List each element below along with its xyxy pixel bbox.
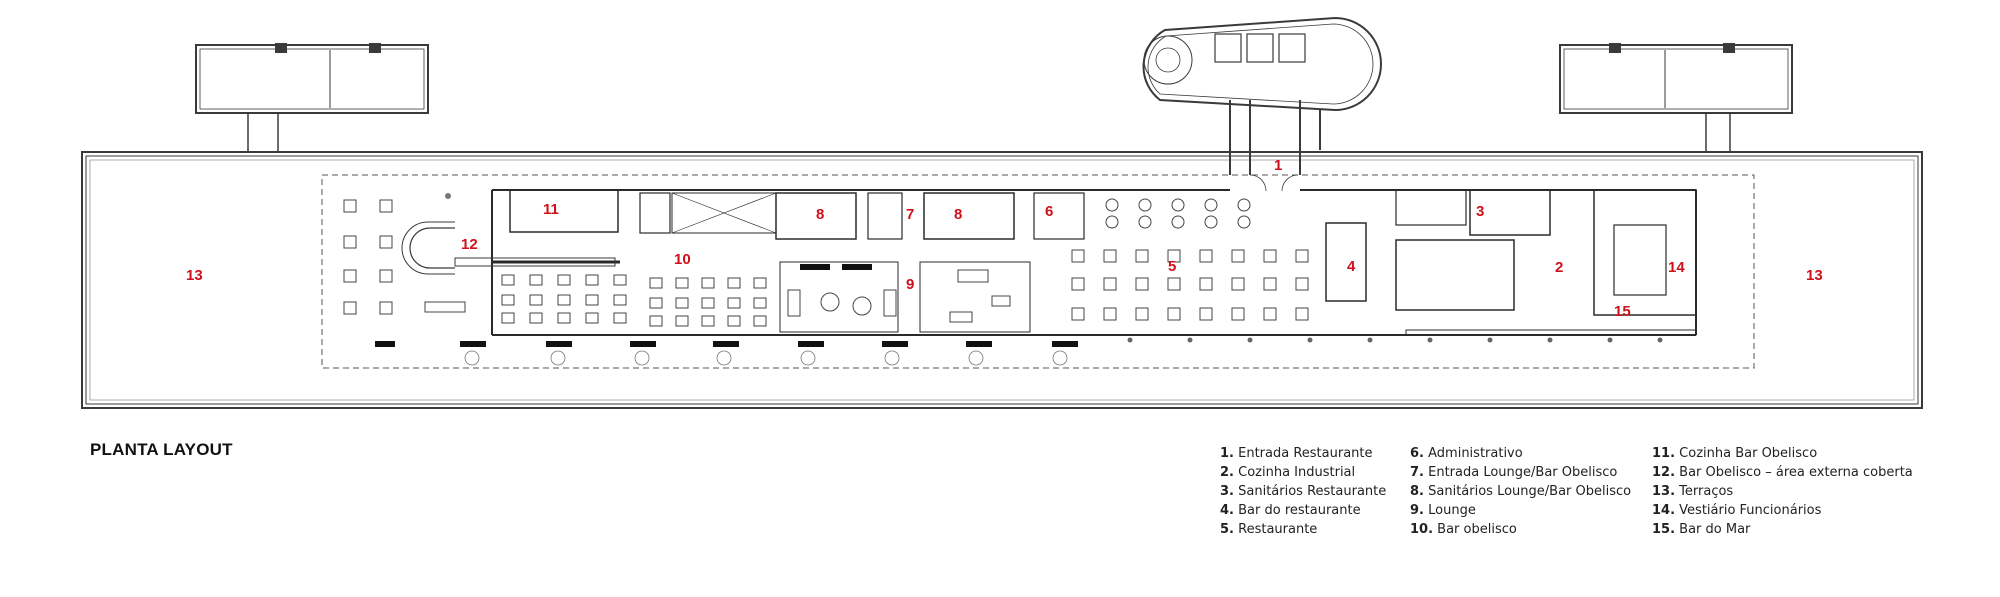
perimeter-columns [1127, 337, 1663, 343]
room-label-12: 12 [461, 236, 478, 253]
plan-title: PLANTA LAYOUT [90, 440, 233, 459]
legend-column-1: 1. Entrada Restaurante 2. Cozinha Indust… [1220, 444, 1386, 539]
room-label-3: 3 [1476, 203, 1484, 220]
legend-item: 6. Administrativo [1410, 446, 1523, 461]
room-label-8a: 8 [816, 206, 824, 223]
legend-item: 10. Bar obelisco [1410, 522, 1517, 537]
legend-item: 11. Cozinha Bar Obelisco [1652, 446, 1818, 461]
perimeter-benches [375, 264, 1078, 347]
lounge-furniture [787, 269, 1011, 323]
room-label-5: 5 [1168, 258, 1176, 275]
legend-item: 9. Lounge [1410, 503, 1476, 518]
legend-item: 12. Bar Obelisco – área externa coberta [1652, 465, 1913, 480]
room-label-6: 6 [1045, 203, 1053, 220]
room-label-1: 1 [1274, 157, 1282, 174]
room-label-8b: 8 [954, 206, 962, 223]
legend-item: 13. Terraços [1652, 484, 1734, 499]
room-label-14: 14 [1668, 259, 1685, 276]
legend-item: 8. Sanitários Lounge/Bar Obelisco [1410, 484, 1632, 499]
stair-tower-right [1559, 43, 1793, 152]
elevator-core [1142, 16, 1382, 192]
room-label-10: 10 [674, 251, 691, 268]
floor-plan: 1 2 3 4 5 6 7 8 8 9 10 11 12 13 13 14 15 [81, 16, 1923, 409]
legend-column-2: 6. Administrativo 7. Entrada Lounge/Bar … [1410, 444, 1631, 539]
room-label-9: 9 [906, 276, 914, 293]
legend-column-3: 11. Cozinha Bar Obelisco 12. Bar Obelisc… [1652, 444, 1913, 539]
room-label-4: 4 [1347, 258, 1356, 275]
terrace-slab [81, 151, 1923, 409]
room-label-13-left: 13 [186, 267, 203, 284]
room-label-11: 11 [543, 201, 559, 218]
perimeter-planters [464, 350, 1068, 366]
legend-item: 3. Sanitários Restaurante [1220, 484, 1387, 499]
legend-item: 5. Restaurante [1220, 522, 1318, 537]
room-label-15: 15 [1614, 303, 1631, 320]
outdoor-tables-left [343, 199, 466, 315]
legend-item: 1. Entrada Restaurante [1220, 446, 1373, 461]
room-label-13-right: 13 [1806, 267, 1823, 284]
room-label-2: 2 [1555, 259, 1563, 276]
interior-outline [491, 189, 1697, 336]
stair-tower-left [195, 43, 429, 152]
legend-item: 15. Bar do Mar [1652, 522, 1751, 537]
room-label-7: 7 [906, 206, 914, 223]
legend-item: 4. Bar do restaurante [1220, 503, 1361, 518]
legend-item: 7. Entrada Lounge/Bar Obelisco [1410, 465, 1618, 480]
restaurant-tables [1071, 198, 1309, 321]
bar-obelisco-tables [501, 274, 767, 327]
covered-area-boundary [321, 174, 1755, 369]
bar-obelisco-external [401, 193, 616, 275]
legend-item: 14. Vestiário Funcionários [1652, 503, 1822, 518]
room-labels: 1 2 3 4 5 6 7 8 8 9 10 11 12 13 13 14 15 [186, 157, 1823, 320]
legend-item: 2. Cozinha Industrial [1220, 465, 1356, 480]
